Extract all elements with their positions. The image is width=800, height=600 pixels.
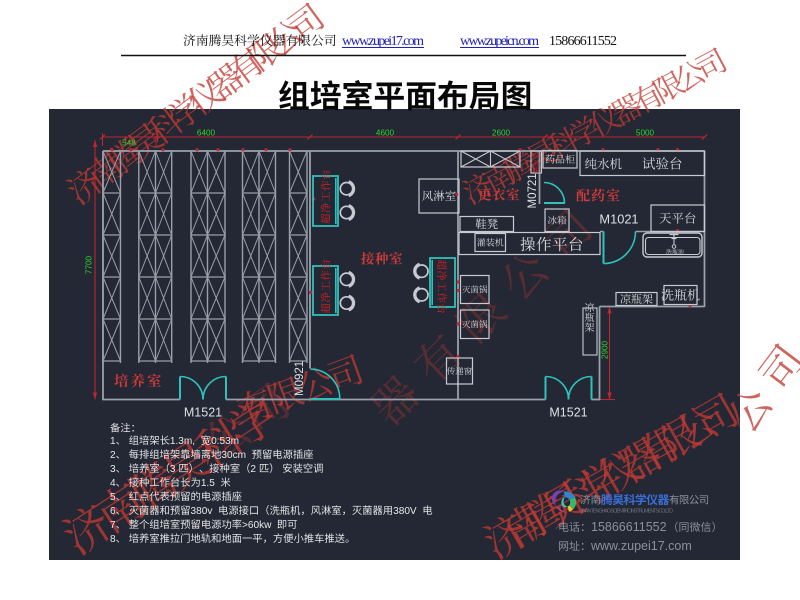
svg-text:4600: 4600 (376, 129, 395, 138)
svg-text:1: 1 (110, 436, 116, 447)
svg-text:www.zupei17.com: www.zupei17.com (590, 539, 692, 553)
svg-text:M1521: M1521 (549, 406, 587, 420)
svg-text:www.zupei17.com: www.zupei17.com (342, 34, 424, 49)
svg-text:1.5: 1.5 (201, 478, 215, 489)
svg-text:M0721: M0721 (527, 173, 539, 208)
svg-text:6: 6 (110, 506, 116, 517)
svg-text:8: 8 (110, 534, 116, 545)
svg-text:380V: 380V (393, 506, 417, 517)
svg-text:3: 3 (170, 464, 176, 475)
svg-text:M1021: M1021 (599, 212, 638, 227)
svg-text:www.zupeicn.com: www.zupeicn.com (460, 34, 539, 49)
svg-text:6400: 6400 (197, 129, 216, 138)
svg-text:2900: 2900 (601, 340, 610, 359)
svg-text:0.53m: 0.53m (211, 436, 239, 447)
svg-text:15866611552: 15866611552 (591, 520, 667, 534)
svg-text:JINAN TENGHAO SCIENTIFIC INSTR: JINAN TENGHAO SCIENTIFIC INSTRUMENTS CO.… (580, 509, 673, 515)
svg-text:30cm: 30cm (221, 450, 246, 461)
svg-text:548: 548 (122, 139, 136, 148)
svg-text:>60kw: >60kw (242, 520, 272, 531)
svg-text:380v: 380v (191, 506, 213, 517)
svg-text:7700: 7700 (85, 255, 94, 274)
svg-text:M0921: M0921 (294, 361, 306, 396)
svg-text:4: 4 (110, 478, 116, 489)
svg-text:2: 2 (110, 450, 116, 461)
svg-text:5: 5 (110, 492, 116, 503)
svg-text:5000: 5000 (636, 129, 655, 138)
svg-text:2: 2 (250, 464, 256, 475)
svg-text:7: 7 (110, 520, 116, 531)
svg-text:3: 3 (110, 464, 116, 475)
svg-text:1.3m,: 1.3m, (170, 436, 195, 447)
svg-text:M1521: M1521 (184, 406, 222, 420)
svg-text:15866611552: 15866611552 (549, 34, 617, 49)
svg-text:2600: 2600 (492, 129, 511, 138)
